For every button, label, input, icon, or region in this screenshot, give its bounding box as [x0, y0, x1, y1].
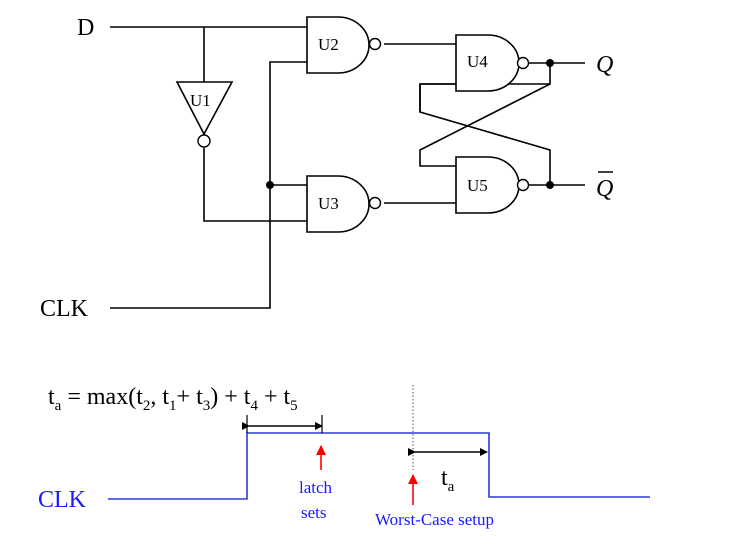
input-clk-label: CLK	[40, 296, 89, 322]
timing-clk-label: CLK	[38, 487, 87, 513]
junction-dot-clk	[266, 181, 274, 189]
gate-u1-label: U1	[190, 91, 211, 110]
timing-equation: ta = max(t2, t1+ t3) + t4 + t5	[48, 384, 298, 414]
latch-sets-label-line1: latch	[299, 478, 333, 497]
input-d-label: D	[77, 15, 94, 41]
latch-sets-label-line2: sets	[301, 503, 327, 522]
cross-wire-1	[419, 83, 551, 167]
gate-u2-label: U2	[318, 35, 339, 54]
gate-u4-nand: U4	[455, 34, 530, 92]
junction-dot-qbar	[546, 181, 554, 189]
ta-label: ta	[441, 465, 455, 495]
gate-u5-label: U5	[467, 176, 488, 195]
gate-u2-nand: U2	[306, 16, 382, 74]
junction-dot-q	[546, 59, 554, 67]
clk-waveform	[108, 432, 650, 500]
gate-u4-label: U4	[467, 52, 488, 71]
output-qbar-label: Q	[596, 176, 613, 202]
gate-u5-nand: U5	[455, 156, 530, 214]
gate-u3-nand: U3	[306, 175, 382, 233]
worst-case-setup-label: Worst-Case setup	[375, 510, 494, 529]
gate-u3-label: U3	[318, 194, 339, 213]
gate-u1-inverter: U1	[175, 81, 234, 148]
output-q-label: Q	[596, 52, 613, 78]
cross-wire-2	[419, 83, 456, 112]
u1-to-u3-wire	[203, 148, 307, 222]
output-qbar: Q	[596, 171, 613, 202]
